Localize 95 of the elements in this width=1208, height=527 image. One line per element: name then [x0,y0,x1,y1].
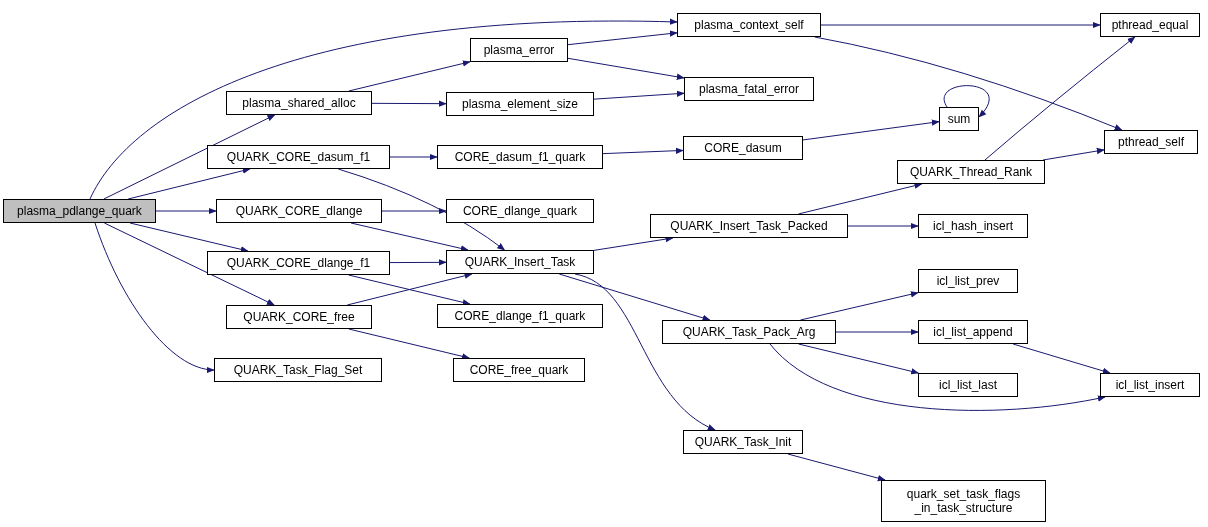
function-box [207,251,390,275]
function-name: icl_list_append [932,325,1014,339]
function-name: CORE_dasum_f1_quark [453,150,587,164]
function-name: QUARK_Insert_Task [463,255,577,269]
arrow [574,273,716,431]
function-name: QUARK_CORE_dlange_f1 [225,256,372,270]
arrow [127,167,251,200]
function-box [453,358,585,382]
function-box [437,145,603,169]
arrow [800,291,919,321]
function-box [207,145,390,169]
function-box [1100,373,1200,397]
function-box [446,92,594,116]
function-box [918,269,1018,293]
function-name: sum [946,112,972,126]
function-name: CORE_dasum [703,141,783,155]
arrow [94,222,215,373]
function-box [650,214,848,238]
function-name: icl_hash_insert [931,219,1014,233]
function-box [226,91,372,115]
arrow [797,182,923,215]
function-name: plasma_element_size [460,97,580,111]
function-box [446,250,594,274]
arrow [381,207,447,215]
function-box [446,199,594,223]
function-name: QUARK_Task_Init [693,435,793,449]
function-box [437,304,603,328]
function-box [216,199,382,223]
arrow [103,222,275,306]
function-name: plasma_fatal_error [697,82,801,96]
function-name: pthread_self [1116,135,1185,149]
function-name: CORE_dlange_f1_quark [453,309,587,323]
function-name: QUARK_CORE_dlange [234,204,364,218]
function-box [1104,130,1198,154]
arrow [155,207,217,215]
function-name: icl_list_prev [935,274,1001,288]
function-name: plasma_error [482,43,556,57]
arrow [847,222,919,230]
function-name: QUARK_CORE_dasum_f1 [225,150,372,164]
function-box [918,373,1018,397]
function-name: pthread_equal [1110,18,1190,32]
arrow [129,222,249,253]
arrow [558,273,711,321]
function-name: plasma_context_self [693,18,805,32]
function-name: CORE_free_quark [468,363,570,377]
function-box [214,358,382,382]
arrow [337,168,506,251]
function-name: plasma_shared_alloc [241,96,357,110]
function-box [939,107,979,131]
arrow [103,114,276,200]
function-name: QUARK_Task_Flag_Set [232,363,364,377]
arrow [371,100,447,107]
function-box [918,320,1028,344]
function-name: QUARK_Thread_Rank [908,165,1034,179]
function-name: QUARK_Task_Pack_Arg [681,325,817,339]
function-box [226,305,372,329]
function-name: CORE_dlange_quark [461,204,579,218]
function-name: QUARK_CORE_free [242,310,356,324]
function-name: icl_list_insert [1114,378,1186,392]
function-name: QUARK_Insert_Task_Packed [669,219,829,233]
function-box [683,136,803,160]
function-box [662,320,836,344]
function-box [1100,13,1200,37]
arrow [1042,147,1105,161]
arrow [348,328,470,360]
arrow [1012,343,1111,374]
arrow [769,343,1106,411]
arrow [389,259,447,266]
function-box [684,77,814,101]
arrow [567,57,685,80]
arrow [348,60,471,92]
arrow [350,222,469,252]
arrow [943,85,990,118]
function-box [918,214,1028,238]
function-name: icl_list_last [938,378,998,392]
arrow [984,36,1136,161]
arrow [820,21,1101,29]
arrow [798,343,920,375]
function-box [881,480,1046,522]
function-box [683,430,803,454]
arrow [567,30,678,46]
arrow [593,90,685,100]
function-box [677,13,821,37]
arrow [602,147,684,155]
function-box [470,38,568,62]
arrow [835,328,919,336]
function-name: plasma_pdlange_quark [16,204,143,218]
arrow [802,119,940,141]
arrow [389,153,438,161]
function-name: quark_set_task_flags _in_task_structure [905,487,1022,515]
function-box [3,199,156,223]
function-box [897,160,1045,184]
arrow [89,18,678,200]
arrow [814,36,1123,131]
arrow [787,453,886,482]
